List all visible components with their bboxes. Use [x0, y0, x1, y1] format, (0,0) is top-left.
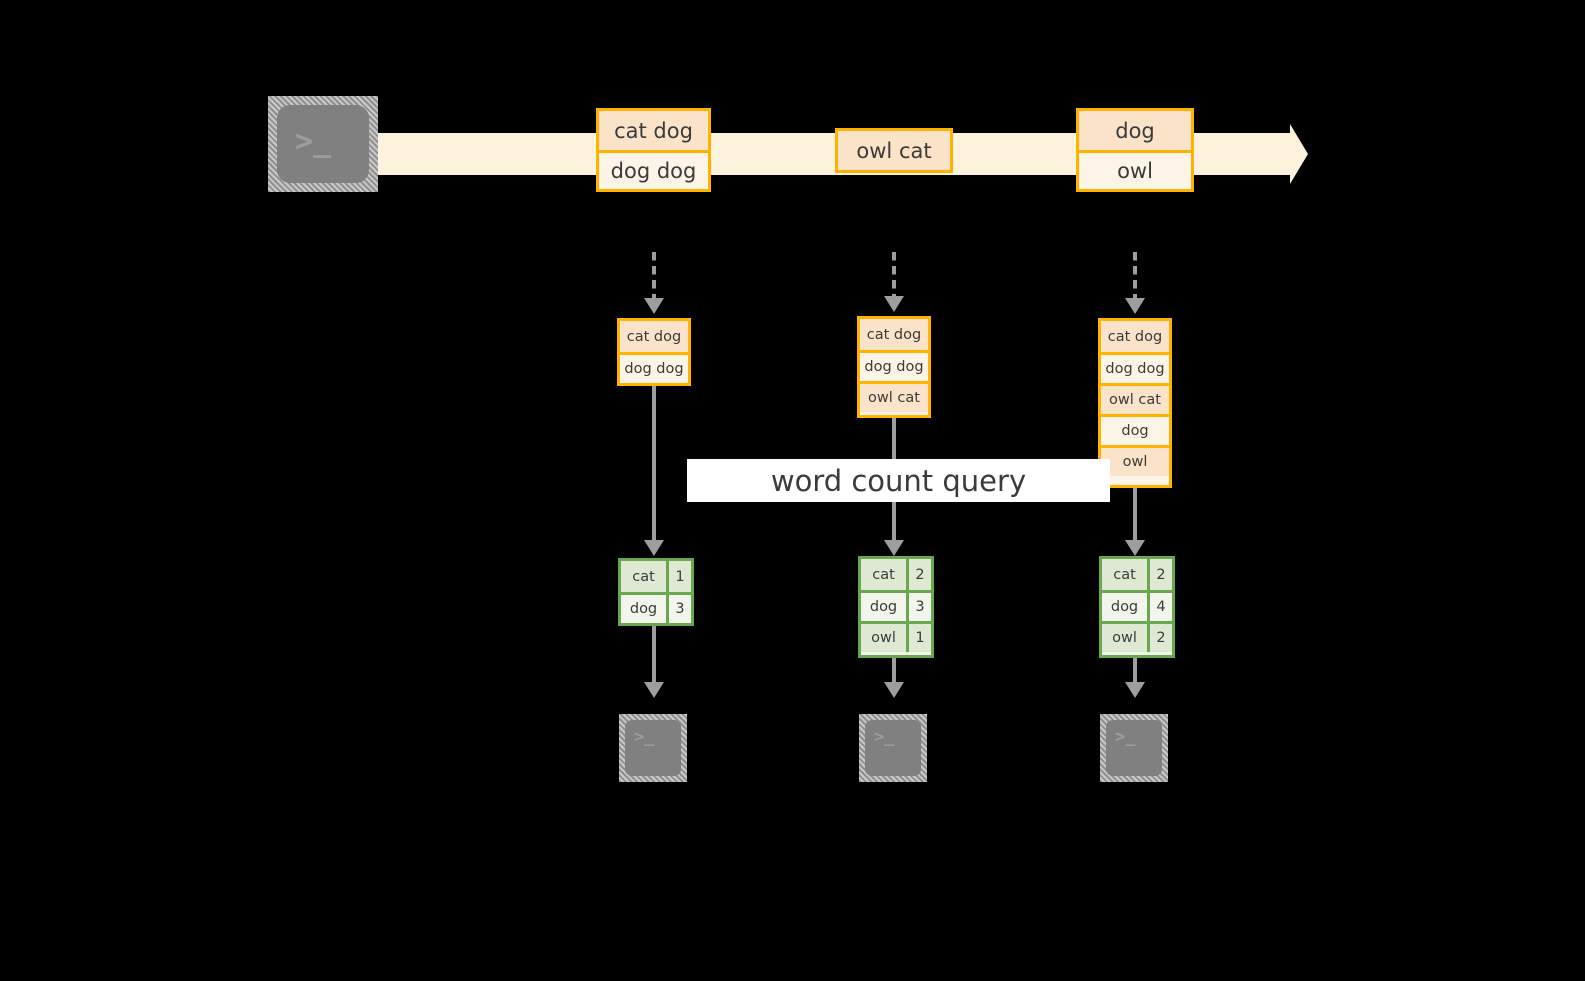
- sink-terminal-icon-3: >_: [1100, 714, 1168, 782]
- stream-group-3: dog owl: [1076, 108, 1194, 192]
- connector-arrowhead: [1125, 540, 1145, 556]
- snapshot-1: cat dog dog dog: [617, 318, 691, 386]
- connector-arrowhead: [884, 540, 904, 556]
- snapshot-record: owl cat: [860, 381, 928, 412]
- snapshot-3: cat dog dog dog owl cat dog owl: [1098, 318, 1172, 488]
- result-word: owl: [861, 624, 906, 652]
- result-word: dog: [621, 595, 666, 623]
- terminal-prompt-glyph: >_: [1115, 727, 1136, 747]
- connector-arrowhead: [1125, 298, 1145, 314]
- result-row: cat 2: [1102, 559, 1172, 590]
- result-3: cat 2 dog 4 owl 2: [1099, 556, 1175, 658]
- stream-record: dog dog: [599, 150, 708, 189]
- connector-arrowhead: [1125, 682, 1145, 698]
- stream-to-snapshot-connector-2: [892, 252, 896, 298]
- result-count: 3: [666, 595, 691, 623]
- sink-terminal-icon-2: >_: [859, 714, 927, 782]
- connector-arrowhead: [644, 682, 664, 698]
- result-count: 1: [906, 624, 931, 652]
- snapshot-record: dog dog: [1101, 352, 1169, 383]
- snapshot-record: owl: [1101, 445, 1169, 476]
- terminal-prompt-glyph: >_: [874, 727, 895, 747]
- connector-arrowhead: [884, 682, 904, 698]
- result-word: owl: [1102, 624, 1147, 652]
- stream-record: cat dog: [599, 111, 708, 150]
- result-row: owl 1: [861, 621, 931, 652]
- snapshot-to-result-connector-3: [1133, 488, 1137, 542]
- connector-arrowhead: [644, 298, 664, 314]
- result-2: cat 2 dog 3 owl 1: [858, 556, 934, 658]
- stream-group-1: cat dog dog dog: [596, 108, 711, 192]
- snapshot-to-result-connector-1: [652, 386, 656, 542]
- result-row: dog 3: [621, 592, 691, 623]
- snapshot-record: cat dog: [860, 319, 928, 350]
- stream-to-snapshot-connector-1: [652, 252, 656, 300]
- stream-record: owl: [1079, 150, 1191, 189]
- source-terminal-icon: >_: [268, 96, 378, 192]
- snapshot-record: cat dog: [1101, 321, 1169, 352]
- snapshot-2: cat dog dog dog owl cat: [857, 316, 931, 418]
- snapshot-record: dog dog: [620, 352, 688, 383]
- result-1: cat 1 dog 3: [618, 558, 694, 626]
- result-word: cat: [621, 561, 666, 592]
- result-word: cat: [1102, 559, 1147, 590]
- snapshot-record: cat dog: [620, 321, 688, 352]
- result-count: 1: [666, 561, 691, 592]
- connector-arrowhead: [884, 296, 904, 312]
- terminal-prompt-glyph: >_: [634, 727, 655, 747]
- query-label-text: word count query: [770, 463, 1027, 498]
- result-count: 2: [1147, 559, 1172, 590]
- connector-arrowhead: [644, 540, 664, 556]
- result-count: 3: [906, 593, 931, 621]
- result-row: dog 3: [861, 590, 931, 621]
- sink-terminal-icon-1: >_: [619, 714, 687, 782]
- result-count: 2: [1147, 624, 1172, 652]
- result-row: cat 1: [621, 561, 691, 592]
- stream-to-snapshot-connector-3: [1133, 252, 1137, 300]
- result-row: owl 2: [1102, 621, 1172, 652]
- result-to-sink-connector-1: [652, 626, 656, 684]
- stream-record: dog: [1079, 111, 1191, 150]
- result-to-sink-connector-3: [1133, 658, 1137, 684]
- terminal-prompt-glyph: >_: [295, 124, 332, 159]
- snapshot-record: dog dog: [860, 350, 928, 381]
- snapshot-record: dog: [1101, 414, 1169, 445]
- result-word: dog: [1102, 593, 1147, 621]
- stream-group-2: owl cat: [835, 128, 953, 173]
- stream-record: owl cat: [838, 131, 950, 170]
- result-row: dog 4: [1102, 590, 1172, 621]
- result-to-sink-connector-2: [892, 658, 896, 684]
- result-count: 2: [906, 559, 931, 590]
- stream-arrowhead: [1290, 124, 1308, 184]
- snapshot-record: owl cat: [1101, 383, 1169, 414]
- result-word: cat: [861, 559, 906, 590]
- result-count: 4: [1147, 593, 1172, 621]
- result-row: cat 2: [861, 559, 931, 590]
- query-label: word count query: [687, 459, 1110, 502]
- result-word: dog: [861, 593, 906, 621]
